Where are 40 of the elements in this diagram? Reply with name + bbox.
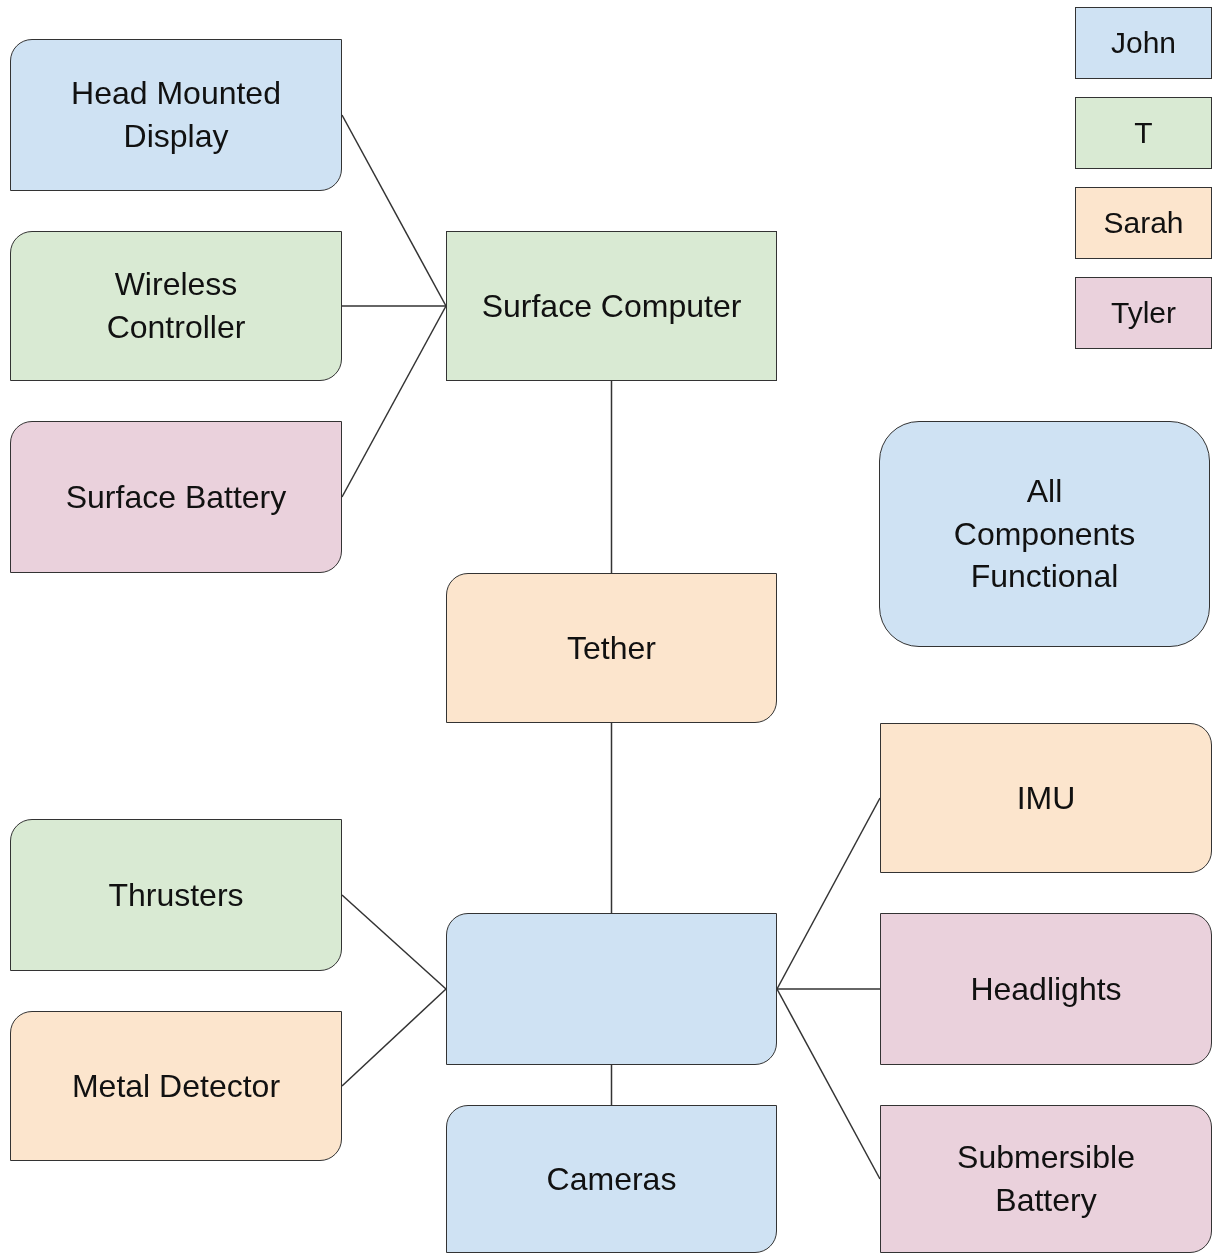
component-box	[10, 421, 342, 573]
component-label: Headlights	[970, 969, 1122, 1009]
component-box	[880, 913, 1212, 1065]
component-box	[880, 723, 1212, 873]
legend-label: T	[1134, 116, 1153, 150]
component-box	[446, 573, 777, 723]
component-label: Cameras	[546, 1159, 677, 1199]
component-label: Surface Computer	[481, 286, 742, 326]
connector-line	[610, 380, 613, 574]
connector-line	[610, 1064, 613, 1106]
component-box	[10, 1011, 342, 1161]
connector-line	[341, 894, 447, 990]
component-label: Thrusters	[108, 875, 244, 915]
connector-line	[610, 722, 613, 914]
connector-line	[341, 305, 447, 307]
component-label: Metal Detector	[71, 1066, 281, 1106]
component-box	[10, 819, 342, 971]
connector-line	[341, 988, 447, 1087]
component-label: Tether	[567, 628, 656, 668]
connector-line	[341, 114, 447, 307]
connector-line	[776, 797, 881, 990]
component-label: IMU	[1016, 778, 1076, 818]
connector-line	[776, 988, 881, 990]
legend-label: John	[1110, 26, 1177, 60]
component-box	[880, 1105, 1212, 1253]
component-label: Head Mounted Display	[70, 74, 282, 156]
component-label: Surface Battery	[65, 477, 287, 517]
connector-line	[341, 305, 447, 498]
component-box	[446, 231, 777, 381]
component-label: Wireless Controller	[105, 265, 247, 347]
component-box	[10, 39, 342, 191]
legend-label: Sarah	[1103, 206, 1184, 240]
component-box	[446, 1105, 777, 1253]
box-shape	[446, 913, 777, 1065]
component-box	[879, 421, 1210, 647]
component-box	[10, 231, 342, 381]
component-label: Submersible Battery	[956, 1138, 1136, 1220]
component-label: All Components Functional	[952, 472, 1137, 597]
legend-label: Tyler	[1111, 296, 1176, 330]
connector-line	[776, 988, 881, 1180]
